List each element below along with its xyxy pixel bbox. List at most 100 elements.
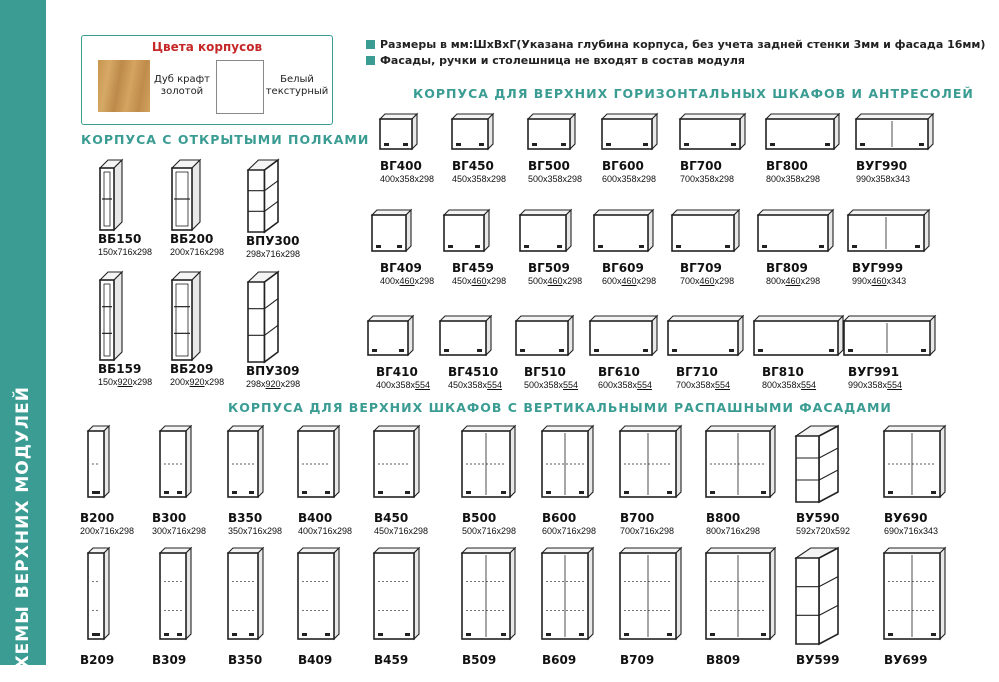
- module-dimensions: 690х716х343: [884, 526, 939, 536]
- module-code: ВУ699: [884, 653, 928, 667]
- cabinet-diagram-icon: [854, 112, 935, 151]
- cabinet-diagram-icon: [666, 314, 745, 357]
- cabinet-diagram-icon: [794, 424, 839, 504]
- module-code: В709: [620, 653, 655, 667]
- module-dimensions: 800х358х554: [762, 380, 817, 390]
- module-code: В400: [298, 511, 333, 525]
- cabinet-diagram-icon: [882, 424, 947, 499]
- module-dimensions: 400х716х298: [298, 526, 353, 536]
- module-dimensions: 500х460х298: [528, 276, 583, 286]
- module-dimensions: 600х358х298: [602, 174, 657, 184]
- module-dimensions: 298х716х298: [246, 249, 301, 259]
- sidebar: СХЕМЫ ВЕРХНИХ МОДУЛЕЙ: [0, 0, 46, 682]
- module-code: ВГ500: [528, 159, 570, 173]
- module-dimensions: 450х460х298: [452, 276, 507, 286]
- module-dimensions: 800х358х298: [766, 174, 821, 184]
- module-dimensions: 500х716х298: [462, 526, 517, 536]
- module-code: В500: [462, 511, 497, 525]
- module-code: В450: [374, 511, 409, 525]
- cabinet-diagram-icon: [370, 208, 413, 253]
- module-code: ВУ690: [884, 511, 928, 525]
- module-code: ВГ509: [528, 261, 570, 275]
- module-code: ВГ709: [680, 261, 722, 275]
- module-code: ВГ459: [452, 261, 494, 275]
- module-dimensions: 450х716х298: [374, 526, 429, 536]
- module-dimensions: 500х358х554: [524, 380, 579, 390]
- module-code: ВБ150: [98, 232, 142, 246]
- cabinet-diagram-icon: [442, 208, 491, 253]
- module-dimensions: 150х920х298: [98, 377, 153, 387]
- cabinet-diagram-icon: [540, 546, 595, 641]
- module-dimensions: 200х716х298: [80, 526, 135, 536]
- color-legend: Цвета корпусов Дуб крафт золотой Белый т…: [81, 35, 333, 125]
- cabinet-diagram-icon: [752, 314, 845, 357]
- cabinet-diagram-icon: [86, 424, 111, 499]
- module-code: В609: [542, 653, 577, 667]
- cabinet-diagram-icon: [846, 208, 931, 253]
- module-code: В800: [706, 511, 741, 525]
- module-dimensions: 700х358х554: [676, 380, 731, 390]
- cabinet-diagram-icon: [158, 546, 193, 641]
- module-dimensions: 600х460х298: [602, 276, 657, 286]
- module-dimensions: 600х358х554: [598, 380, 653, 390]
- module-code: В700: [620, 511, 655, 525]
- cabinet-diagram-icon: [246, 270, 280, 364]
- module-code: В459: [374, 653, 409, 667]
- cabinet-diagram-icon: [540, 424, 595, 499]
- module-dimensions: 200х920х298: [170, 377, 225, 387]
- module-code: ВПУ309: [246, 364, 300, 378]
- cabinet-diagram-icon: [518, 208, 573, 253]
- cabinet-diagram-icon: [618, 546, 683, 641]
- module-dimensions: 450х358х298: [452, 174, 507, 184]
- module-code: ВУГ999: [852, 261, 904, 275]
- module-code: ВГ700: [680, 159, 722, 173]
- module-code: ВГ610: [598, 365, 640, 379]
- module-dimensions: 350х716х298: [228, 526, 283, 536]
- oak-label-line2: золотой: [160, 86, 204, 97]
- module-dimensions: 450х358х554: [448, 380, 503, 390]
- module-code: ВГ409: [380, 261, 422, 275]
- module-code: ВГ810: [762, 365, 804, 379]
- module-dimensions: 700х358х298: [680, 174, 735, 184]
- cabinet-diagram-icon: [378, 112, 419, 151]
- module-code: В350: [228, 511, 263, 525]
- module-code: ВПУ300: [246, 234, 300, 248]
- cabinet-diagram-icon: [670, 208, 741, 253]
- module-code: ВГ4510: [448, 365, 499, 379]
- oak-swatch: [98, 60, 150, 112]
- cabinet-diagram-icon: [226, 546, 265, 641]
- module-code: В209: [80, 653, 115, 667]
- cabinet-diagram-icon: [246, 158, 280, 234]
- module-code: ВГ510: [524, 365, 566, 379]
- module-code: ВУ599: [796, 653, 840, 667]
- module-code: ВБ200: [170, 232, 214, 246]
- cabinet-diagram-icon: [450, 112, 495, 151]
- cabinet-diagram-icon: [98, 158, 124, 232]
- white-swatch: [216, 60, 264, 114]
- module-dimensions: 592х720х592: [796, 526, 851, 536]
- legend-title: Цвета корпусов: [151, 40, 263, 54]
- cabinet-diagram-icon: [618, 424, 683, 499]
- module-dimensions: 990х358х554: [848, 380, 903, 390]
- cabinet-diagram-icon: [842, 314, 937, 357]
- module-code: В509: [462, 653, 497, 667]
- module-dimensions: 600х716х298: [542, 526, 597, 536]
- cabinet-diagram-icon: [526, 112, 577, 151]
- module-code: ВБ209: [170, 362, 214, 376]
- cabinet-diagram-icon: [86, 546, 111, 641]
- module-code: В350: [228, 653, 263, 667]
- cabinet-diagram-icon: [170, 270, 202, 362]
- cabinet-diagram-icon: [756, 208, 835, 253]
- module-code: ВГ600: [602, 159, 644, 173]
- module-code: ВГ809: [766, 261, 808, 275]
- module-dimensions: 500х358х298: [528, 174, 583, 184]
- sidebar-title: СХЕМЫ ВЕРХНИХ МОДУЛЕЙ: [13, 386, 33, 682]
- module-dimensions: 700х716х298: [620, 526, 675, 536]
- cabinet-diagram-icon: [704, 546, 777, 641]
- cabinet-diagram-icon: [588, 314, 659, 357]
- cabinet-diagram-icon: [460, 546, 517, 641]
- module-dimensions: 200х716х298: [170, 247, 225, 257]
- module-code: В409: [298, 653, 333, 667]
- module-code: ВБ159: [98, 362, 142, 376]
- cabinet-diagram-icon: [514, 314, 575, 357]
